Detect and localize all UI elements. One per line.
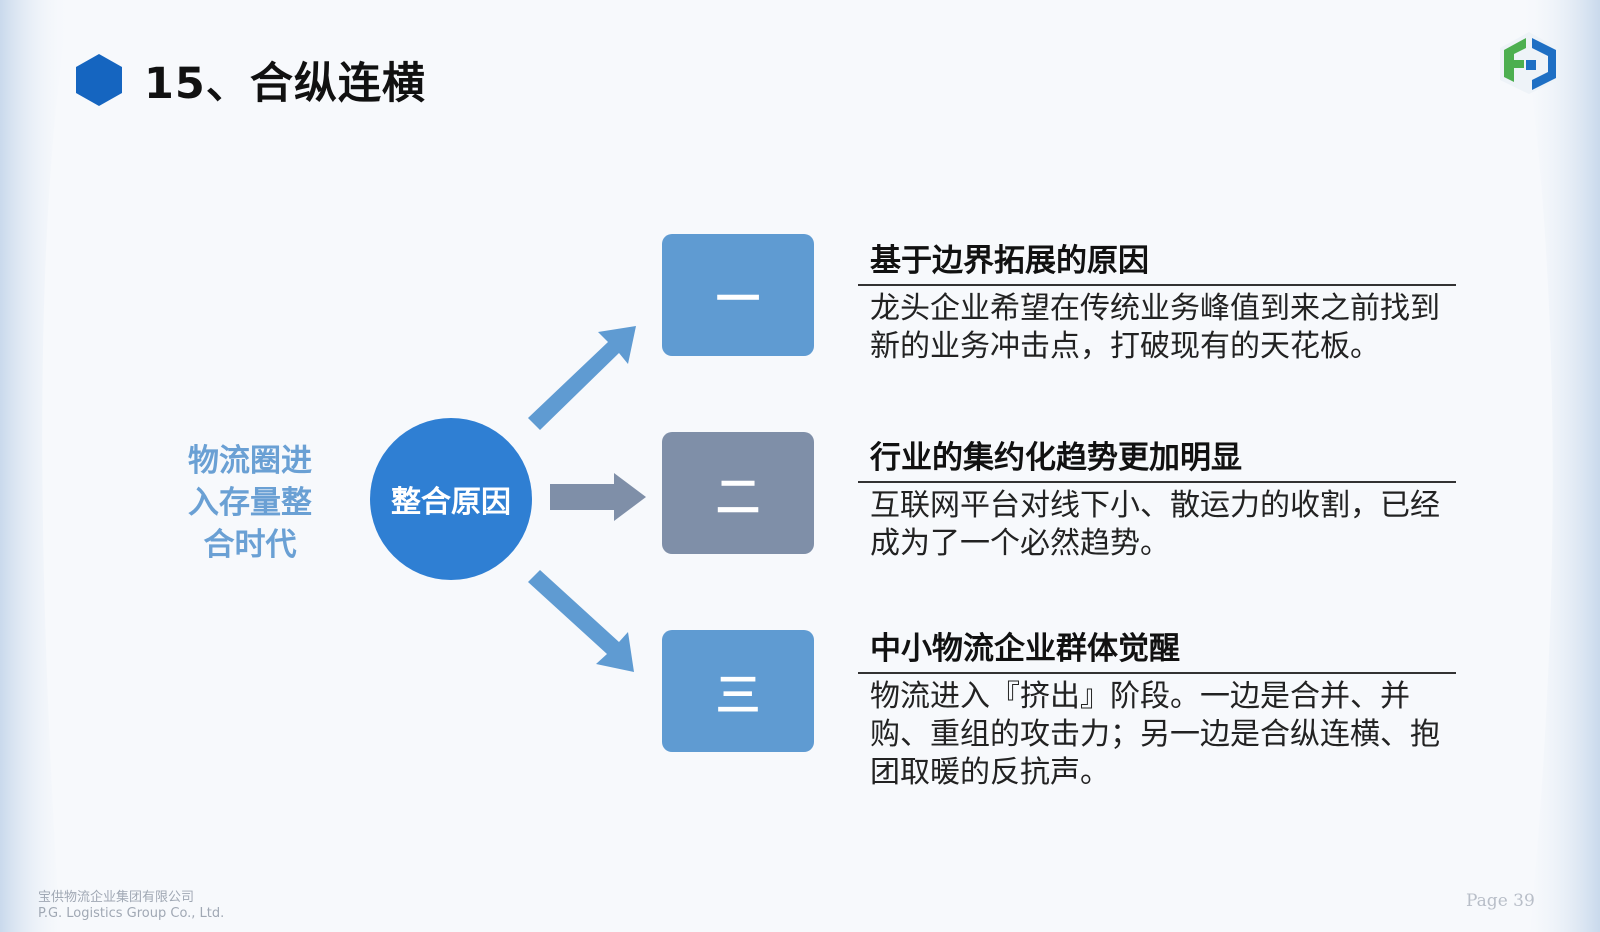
number-box-two: 二	[662, 432, 814, 554]
divider	[858, 481, 1456, 483]
reason-description: 物流进入『挤出』阶段。一边是合并、并购、重组的攻击力；另一边是合纵连横、抱团取暖…	[870, 679, 1440, 790]
reason-title: 中小物流企业群体觉醒	[870, 631, 1180, 667]
page-title: 15、合纵连横	[144, 59, 426, 109]
number-label: 三	[716, 670, 760, 721]
reason-description: 互联网平台对线下小、散运力的收割，已经成为了一个必然趋势。	[870, 488, 1440, 561]
side-label: 物流圈进 入存量整 合时代	[160, 440, 340, 566]
divider	[858, 284, 1456, 286]
center-label: 整合原因	[391, 485, 511, 520]
arrow-down-right	[528, 570, 634, 672]
reason-item: 中小物流企业群体觉醒 物流进入『挤出』阶段。一边是合并、并购、重组的攻击力；另一…	[858, 628, 1458, 792]
footer-company: 宝供物流企业集团有限公司 P.G. Logistics Group Co., L…	[38, 890, 224, 922]
arrow-up-right	[528, 326, 636, 430]
number-label: 二	[716, 472, 760, 523]
reason-title: 行业的集约化趋势更加明显	[870, 440, 1242, 476]
number-box-three: 三	[662, 630, 814, 752]
side-label-line: 合时代	[203, 527, 297, 563]
page-number: Page 39	[1466, 891, 1535, 911]
hexagon-icon	[76, 54, 122, 106]
number-box-one: 一	[662, 234, 814, 356]
reason-title: 基于边界拓展的原因	[870, 243, 1149, 279]
side-label-line: 物流圈进	[188, 443, 312, 479]
reason-item: 基于边界拓展的原因 龙头企业希望在传统业务峰值到来之前找到新的业务冲击点，打破现…	[858, 240, 1458, 366]
side-label-line: 入存量整	[188, 485, 312, 521]
company-name-en: P.G. Logistics Group Co., Ltd.	[38, 906, 225, 921]
center-circle: 整合原因	[370, 418, 532, 580]
number-label: 一	[716, 274, 760, 325]
company-name-cn: 宝供物流企业集团有限公司	[38, 890, 195, 905]
title-row: 15、合纵连横	[76, 50, 426, 110]
arrow-right	[550, 473, 646, 521]
company-logo	[1500, 32, 1558, 94]
reason-description: 龙头企业希望在传统业务峰值到来之前找到新的业务冲击点，打破现有的天花板。	[870, 291, 1440, 364]
reason-item: 行业的集约化趋势更加明显 互联网平台对线下小、散运力的收割，已经成为了一个必然趋…	[858, 437, 1458, 563]
divider	[858, 672, 1456, 674]
